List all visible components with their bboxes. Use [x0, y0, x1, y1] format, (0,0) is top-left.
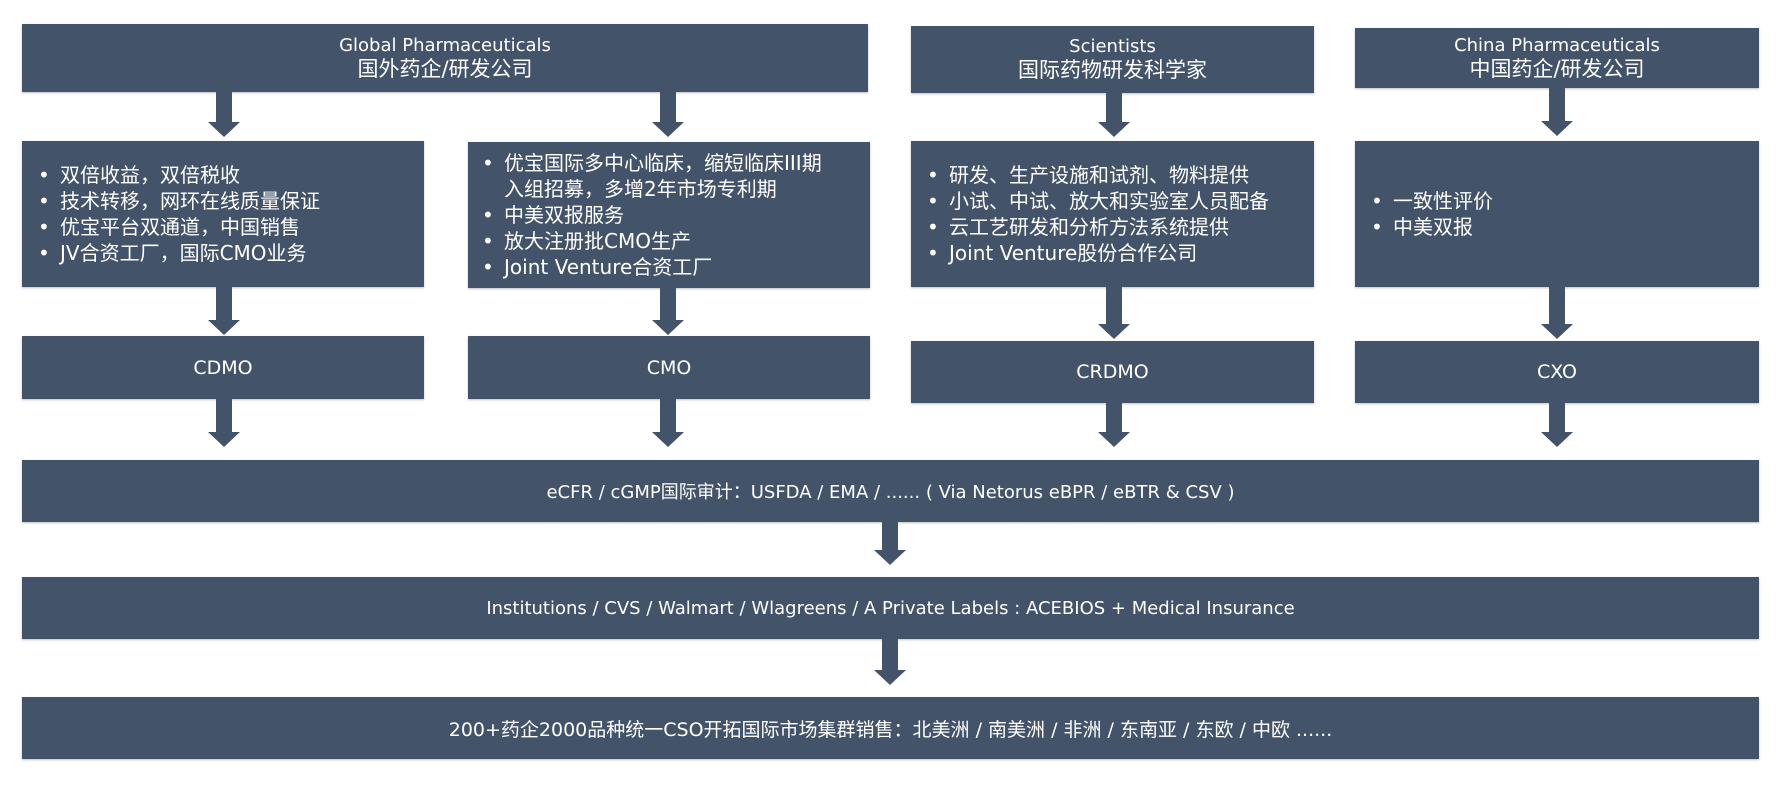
service-item: 放大注册批CMO生产	[478, 228, 828, 254]
service-item: 优宝平台双通道，中国销售	[34, 214, 320, 240]
model-cxo: CXO	[1355, 341, 1759, 403]
service-box-china: 一致性评价 中美双报	[1355, 141, 1759, 287]
stage-retail: Institutions / CVS / Walmart / Wlagreens…	[22, 577, 1759, 639]
service-item: Joint Venture股份合作公司	[923, 240, 1269, 266]
service-item: 技术转移，网环在线质量保证	[34, 188, 320, 214]
service-item: 小试、中试、放大和实验室人员配备	[923, 188, 1269, 214]
service-item: 中美双报	[1367, 214, 1493, 240]
service-item: Joint Venture合资工厂	[478, 254, 828, 280]
service-item: 研发、生产设施和试剂、物料提供	[923, 162, 1269, 188]
model-cdmo: CDMO	[22, 336, 424, 399]
service-box-scientists: 研发、生产设施和试剂、物料提供 小试、中试、放大和实验室人员配备 云工艺研发和分…	[911, 141, 1314, 287]
source-en-label: China Pharmaceuticals	[1454, 34, 1660, 56]
source-zh-label: 国际药物研发科学家	[1018, 58, 1207, 82]
service-list: 双倍收益，双倍税收 技术转移，网环在线质量保证 优宝平台双通道，中国销售 JV合…	[34, 162, 320, 266]
service-item: 优宝国际多中心临床，缩短临床III期入组招募，多增2年市场专利期	[478, 150, 828, 202]
service-box-global: 双倍收益，双倍税收 技术转移，网环在线质量保证 优宝平台双通道，中国销售 JV合…	[22, 141, 424, 287]
service-item: JV合资工厂，国际CMO业务	[34, 240, 320, 266]
source-china-pharma: China Pharmaceuticals 中国药企/研发公司	[1355, 28, 1759, 88]
source-zh-label: 国外药企/研发公司	[357, 56, 533, 81]
model-cmo: CMO	[468, 336, 870, 399]
model-crdmo: CRDMO	[911, 341, 1314, 403]
service-item: 一致性评价	[1367, 188, 1493, 214]
stage-audit: eCFR / cGMP国际审计：USFDA / EMA / ...... ( V…	[22, 460, 1759, 522]
source-en-label: Scientists	[1069, 36, 1156, 57]
stage-cso-sales: 200+药企2000品种统一CSO开拓国际市场集群销售：北美洲 / 南美洲 / …	[22, 697, 1759, 759]
service-box-cmo: 优宝国际多中心临床，缩短临床III期入组招募，多增2年市场专利期 中美双报服务 …	[468, 142, 870, 288]
source-global-pharma: Global Pharmaceuticals 国外药企/研发公司	[22, 24, 868, 92]
source-scientists: Scientists 国际药物研发科学家	[911, 26, 1314, 93]
service-list: 优宝国际多中心临床，缩短临床III期入组招募，多增2年市场专利期 中美双报服务 …	[478, 150, 828, 280]
service-item: 双倍收益，双倍税收	[34, 162, 320, 188]
service-item: 云工艺研发和分析方法系统提供	[923, 214, 1269, 240]
source-zh-label: 中国药企/研发公司	[1469, 56, 1645, 81]
service-list: 一致性评价 中美双报	[1367, 188, 1493, 240]
service-item: 中美双报服务	[478, 202, 828, 228]
service-list: 研发、生产设施和试剂、物料提供 小试、中试、放大和实验室人员配备 云工艺研发和分…	[923, 162, 1269, 266]
source-en-label: Global Pharmaceuticals	[339, 34, 551, 56]
